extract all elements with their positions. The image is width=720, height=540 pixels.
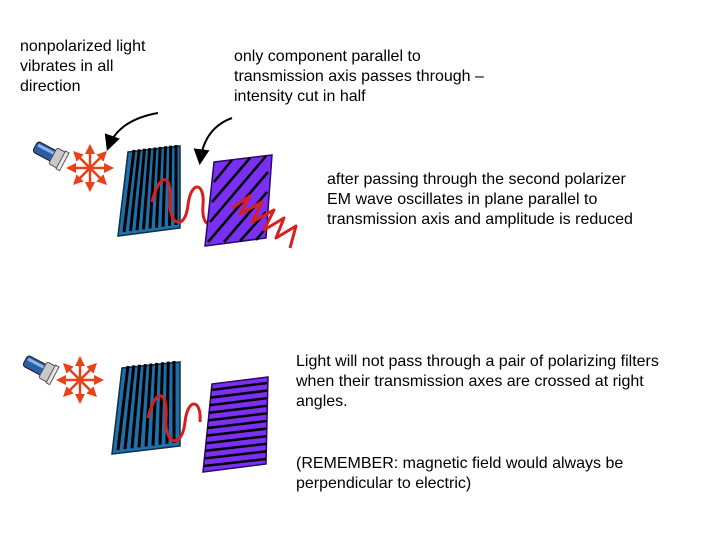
flashlight-icon [32, 141, 70, 172]
polarizer-stripe [209, 396, 267, 407]
polarizer-diagonal [204, 154, 273, 247]
remember-note-label: (REMEMBER: magnetic field would always b… [296, 455, 624, 492]
wave-polarized [231, 194, 298, 249]
burst-ray [79, 363, 97, 381]
polarizer-stripe [129, 149, 141, 232]
polarizer-stripe [210, 389, 268, 399]
polarizer-stripe [135, 148, 146, 231]
wave-unpolarized [150, 178, 220, 226]
polarizer-vertical-2 [111, 361, 181, 455]
burst-ray [63, 363, 81, 381]
polarizer-stripe [137, 364, 147, 448]
polarizer-stripe [123, 365, 136, 450]
polarizer-stripe [116, 365, 130, 451]
arrow-icon [104, 112, 159, 152]
polarizer-stripe [144, 363, 153, 447]
polarizer-stripe [204, 450, 267, 460]
polarizer-stripe [205, 442, 267, 453]
crossed-polarizers-label: Light will not pass through a pair of po… [296, 353, 659, 410]
burst-ray [73, 151, 91, 169]
polarizer-stripe [223, 191, 268, 243]
burst-ray [73, 167, 91, 185]
polarizer-stripe [205, 434, 267, 445]
polarizer-stripe [122, 149, 136, 233]
polarizer-stripe [211, 157, 251, 203]
polarizer-stripe [208, 404, 267, 415]
polarizer-stripe [161, 146, 167, 227]
polarizer-stripe [130, 364, 141, 449]
parallel-component-label: only component parallel to transmission … [234, 48, 484, 105]
polarizer-stripe [206, 427, 267, 437]
polarizer-stripe [207, 171, 269, 243]
light-burst-icon [56, 356, 104, 404]
light-burst-icon [66, 144, 114, 192]
polarizer-stripe [209, 155, 267, 223]
polarizer-stripe [142, 148, 152, 230]
second-polarizer-label: after passing through the second polariz… [327, 171, 633, 228]
polarizer-stripe [208, 412, 267, 422]
polarizer-horizontal [202, 376, 269, 473]
wave-unpolarized [146, 394, 202, 443]
burst-ray [79, 379, 97, 397]
arrow-icon [193, 117, 233, 166]
polarizer-stripe [203, 457, 267, 468]
flashlight-icon [22, 355, 60, 386]
nonpolarized-label: nonpolarized light vibrates in all direc… [20, 38, 146, 95]
polarizer-stripe [148, 147, 157, 229]
polarizer-stripe [210, 381, 268, 392]
polarizer-stripe [213, 159, 233, 183]
polarizer-vertical-1 [117, 145, 181, 237]
burst-ray [63, 379, 81, 397]
burst-ray [89, 167, 107, 185]
burst-ray [89, 151, 107, 169]
polarizer-stripe [207, 419, 267, 430]
polarizer-stripe [158, 362, 164, 445]
polarizer-stripe [151, 362, 159, 446]
